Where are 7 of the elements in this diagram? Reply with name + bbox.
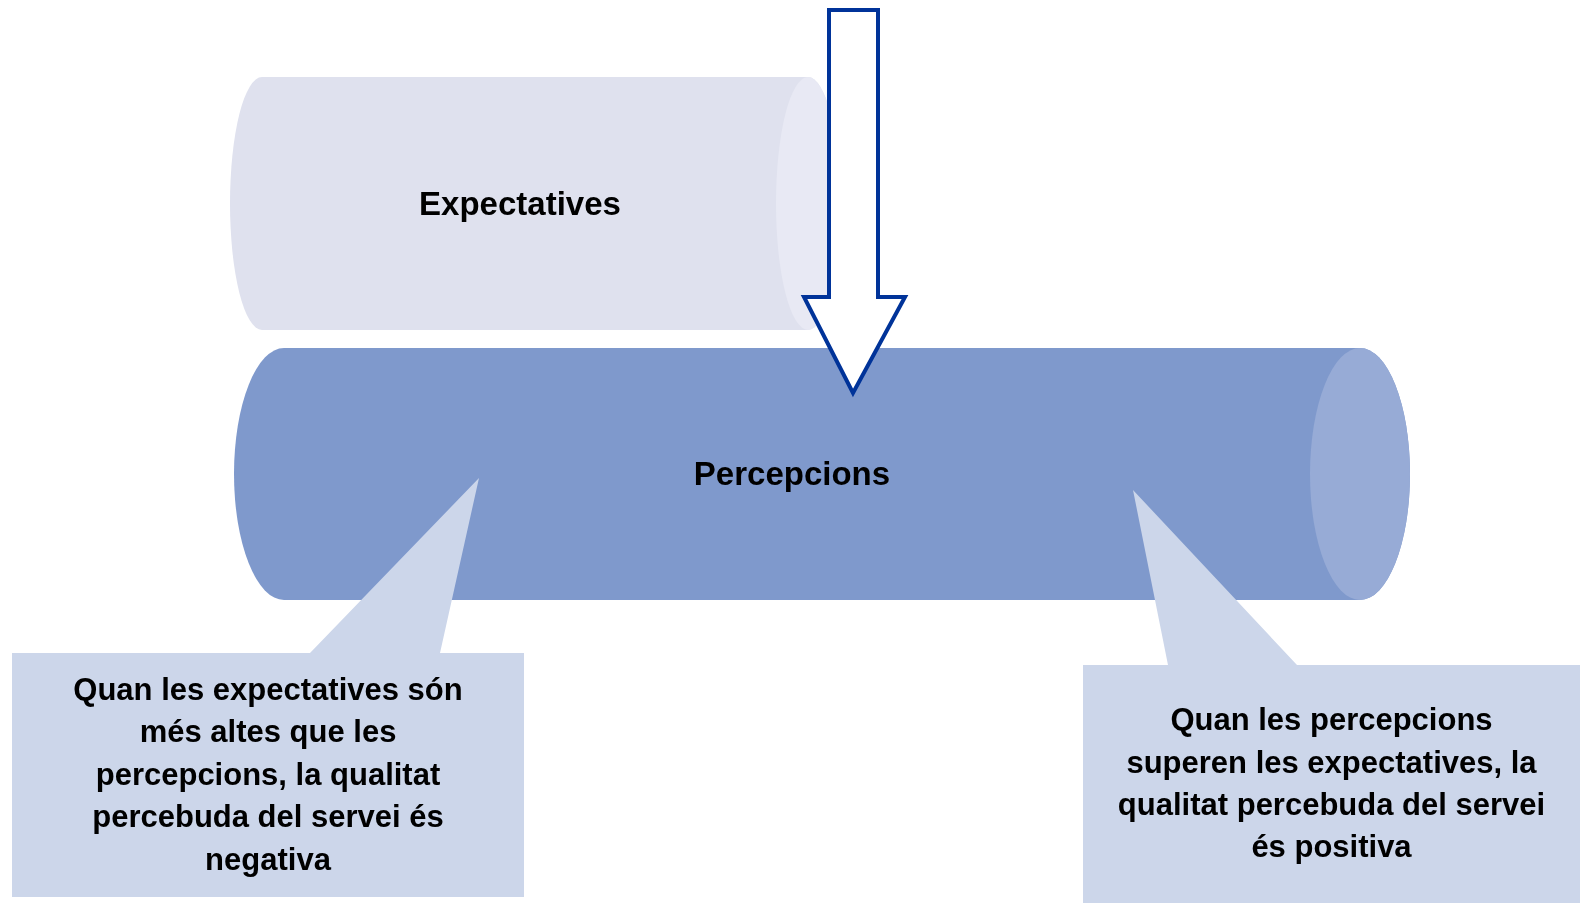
callout-box (12, 478, 524, 897)
cylinder-label: Expectatives (419, 183, 621, 224)
callout-text: Quan les expectatives són més altes que les percepcions, la qualitat percebuda del servei és negativa (72, 670, 464, 879)
callout-text: Quan les percepcions superen les expectatives, la qualitat percebuda del servei és positiva (1117, 701, 1546, 867)
cylinder-label: Percepcions (693, 454, 891, 495)
block-arrow (800, 8, 909, 398)
callout-box (1083, 490, 1580, 903)
